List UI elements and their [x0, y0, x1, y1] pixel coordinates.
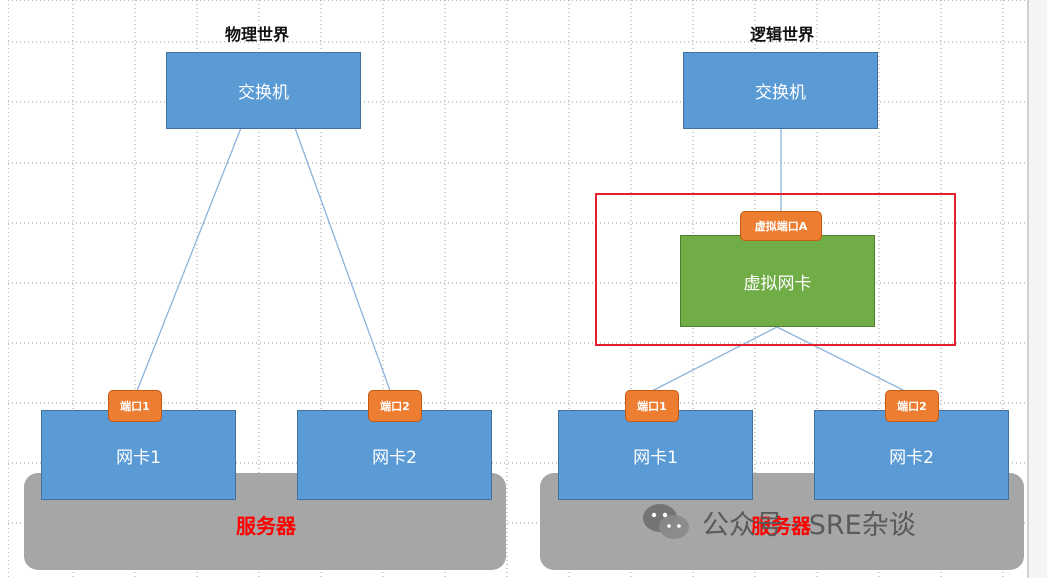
physical-nic2-box: 网卡2 — [297, 410, 492, 500]
canvas-border — [1027, 0, 1029, 578]
logical-nic1-label: 网卡1 — [633, 447, 678, 468]
physical-nic2-label: 网卡2 — [372, 447, 417, 468]
physical-nic1-box: 网卡1 — [41, 410, 236, 500]
logical-port2: 端口2 — [885, 390, 939, 422]
virtual-nic-box: 虚拟网卡 — [680, 235, 875, 327]
virtual-nic-highlight-frame — [595, 193, 956, 346]
link-switch-nic2 — [294, 127, 393, 397]
watermark: 公众号 · SRE杂谈 — [640, 500, 916, 544]
logical-nic2-label: 网卡2 — [889, 447, 934, 468]
logical-world-title: 逻辑世界 — [749, 25, 814, 44]
physical-nic1-label: 网卡1 — [116, 447, 161, 468]
link-virtual-nic-port1 — [649, 326, 778, 393]
logical-nic1-box: 网卡1 — [558, 410, 753, 500]
link-virtual-nic-port2 — [776, 326, 908, 393]
virtual-port-a: 虚拟端口A — [740, 211, 822, 241]
physical-server-label: 服务器 — [236, 514, 296, 538]
logical-server-label: 服务器 — [751, 514, 811, 538]
logical-switch-label: 交换机 — [755, 83, 806, 103]
physical-switch-label: 交换机 — [238, 83, 289, 103]
wechat-icon — [643, 504, 689, 539]
logical-nic2-box: 网卡2 — [814, 410, 1009, 500]
physical-port2: 端口2 — [368, 390, 422, 422]
physical-switch-box: 交换机 — [166, 52, 361, 129]
physical-world-title: 物理世界 — [224, 25, 289, 44]
canvas-margin — [1029, 0, 1047, 578]
link-switch-nic1 — [134, 127, 242, 397]
physical-port1: 端口1 — [108, 390, 162, 422]
logical-port1: 端口1 — [625, 390, 679, 422]
virtual-nic-label: 虚拟网卡 — [743, 273, 812, 294]
watermark-text: 公众号 · SRE杂谈 — [702, 509, 916, 541]
logical-switch-box: 交换机 — [683, 52, 878, 129]
